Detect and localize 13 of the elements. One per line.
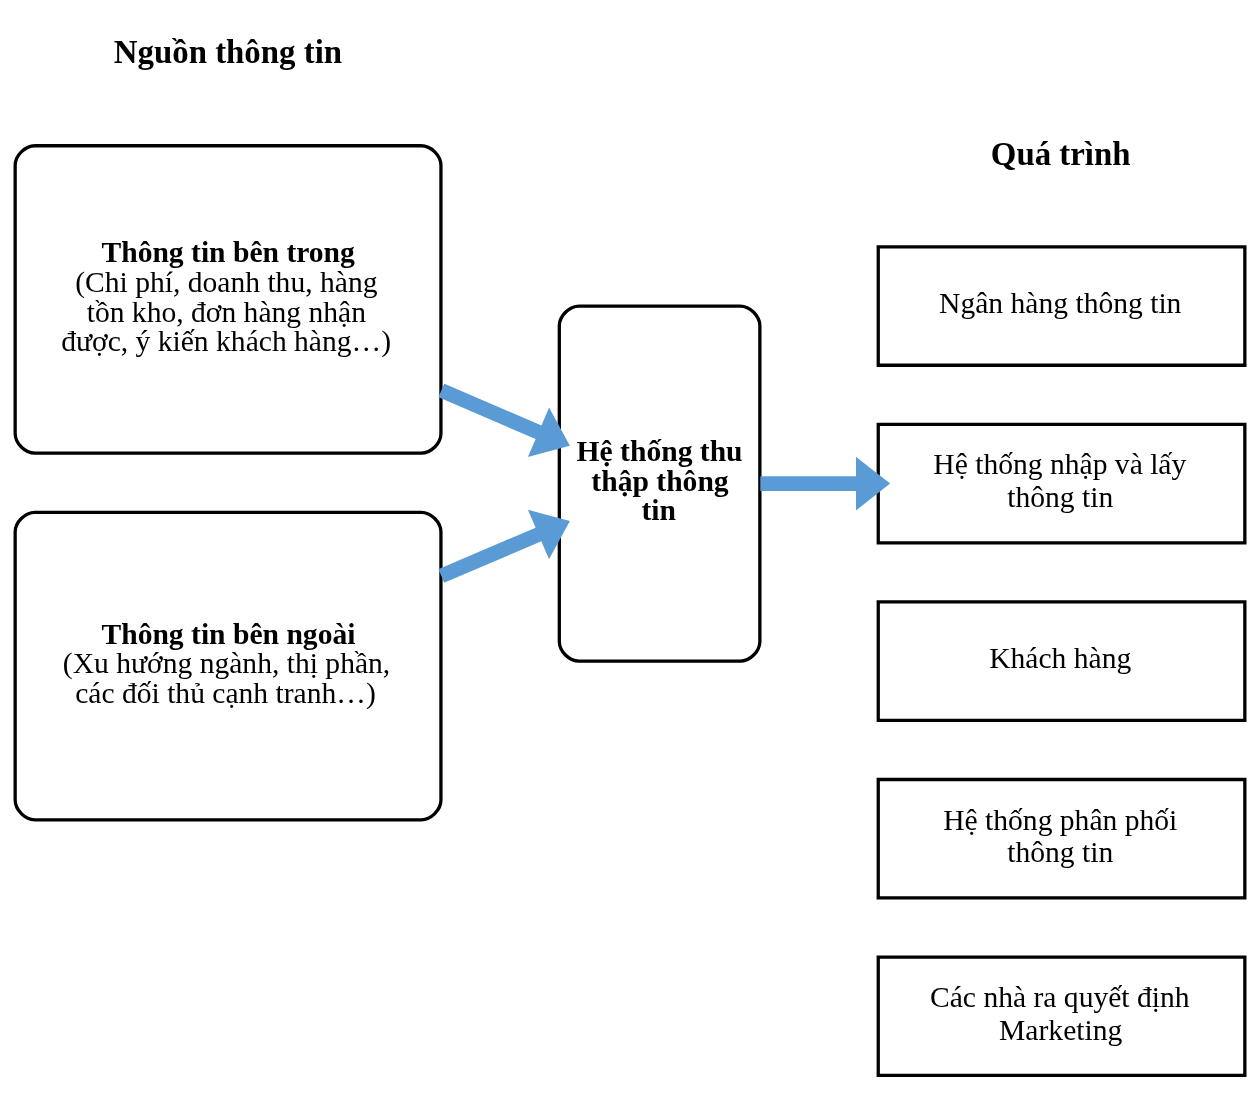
node-box: Các nhà ra quyết định Marketing <box>876 954 1247 1077</box>
label: Quá trình <box>990 135 1131 172</box>
node-box: Khách hàng <box>876 599 1247 722</box>
arrow <box>438 383 570 457</box>
label: Nguồn thông tin <box>113 33 343 70</box>
node-box: Hệ thống thu thập thông tin <box>557 303 762 663</box>
node-box: Hệ thống nhập và lấy thông tin <box>876 422 1247 544</box>
node-box: Thông tin bên ngoài (Xu hướng ngành, thị phần, các đối thủ cạnh tranh…) <box>13 510 443 821</box>
node-box: Hệ thống phân phối thông tin <box>876 777 1247 900</box>
node-box: Thông tin bên trong (Chi phí, doanh thu, hàng tồn kho, đơn hàng nhận được, ý kiến khách hàng…) <box>13 143 443 455</box>
arrow <box>438 509 570 583</box>
node-box: Ngân hàng thông tin <box>876 244 1247 367</box>
arrow <box>760 456 891 510</box>
